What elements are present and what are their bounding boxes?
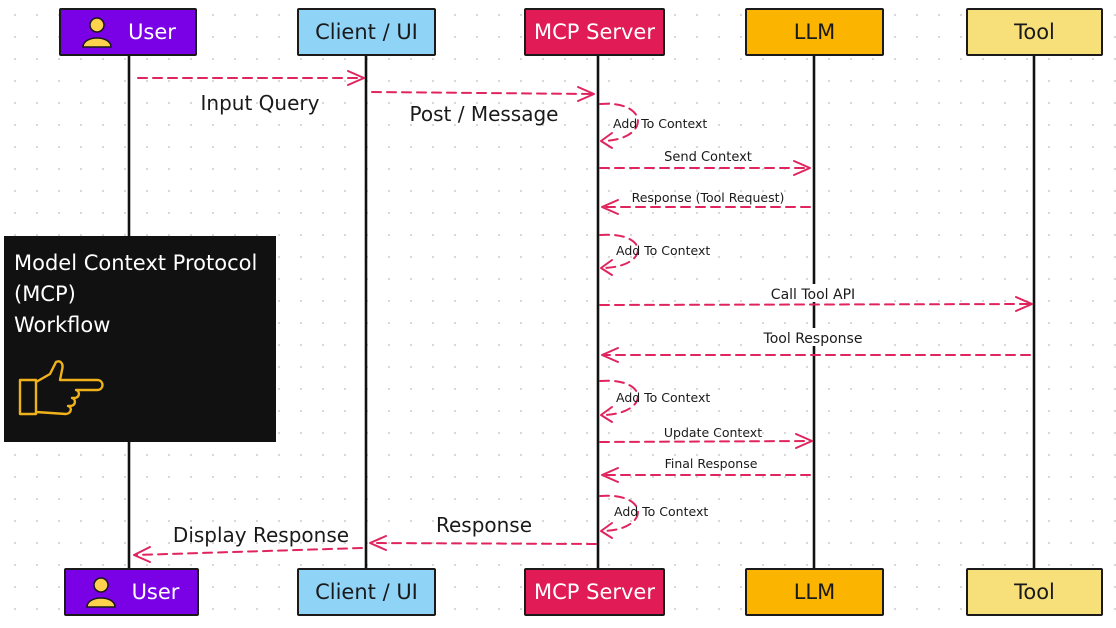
msg-final-response: Final Response (601, 456, 811, 483)
actor-mcp-bottom: MCP Server (524, 568, 665, 616)
actor-tool-top: Tool (966, 8, 1103, 56)
info-box-title: Model Context Protocol (MCP) Workflow (14, 251, 258, 337)
actor-user-label: User (131, 580, 180, 604)
msg-label-add-to-context-3: Add To Context (616, 390, 710, 405)
actor-client-top: Client / UI (297, 8, 436, 56)
msg-label-final-response: Final Response (665, 456, 758, 471)
msg-post-message: Post / Message (371, 86, 595, 126)
actor-mcp-label: MCP Server (534, 20, 655, 44)
actor-llm-bottom: LLM (745, 568, 884, 616)
msg-add-to-context-1: Add To Context (599, 102, 707, 149)
user-icon (82, 17, 112, 48)
msg-response-tool-request: Response (Tool Request) (601, 190, 811, 215)
actor-mcp-label: MCP Server (534, 580, 655, 604)
msg-label-response: Response (436, 513, 532, 537)
actor-client-label: Client / UI (315, 580, 418, 604)
actor-tool-label: Tool (1014, 20, 1055, 44)
msg-add-to-context-2: Add To Context (599, 233, 710, 276)
tool-response-label-bg (752, 328, 876, 346)
msg-call-tool-api: Call Tool API (599, 287, 1033, 312)
actor-tool-bottom: Tool (966, 568, 1103, 616)
msg-response: Response (369, 513, 597, 551)
pointing-hand-icon (18, 360, 104, 416)
msg-add-to-context-4: Add To Context (599, 494, 708, 539)
msg-label-display-response: Display Response (173, 523, 349, 547)
msg-label-add-to-context-2: Add To Context (616, 243, 710, 258)
msg-input-query: Input Query (137, 70, 365, 115)
msg-display-response: Display Response (133, 523, 363, 563)
actor-llm-top: LLM (745, 8, 884, 56)
msg-label-send-context: Send Context (664, 150, 752, 165)
msg-label-add-to-context-4: Add To Context (614, 504, 708, 519)
actor-llm-label: LLM (793, 580, 836, 604)
actor-tool-label: Tool (1014, 580, 1055, 604)
msg-label-post-message: Post / Message (410, 102, 559, 126)
actor-mcp-top: MCP Server (524, 8, 665, 56)
msg-label-update-context: Update Context (664, 425, 762, 440)
mcp-info-box: Model Context Protocol (MCP) Workflow (4, 236, 276, 442)
call-tool-label-bg (752, 284, 876, 302)
actor-client-label: Client / UI (315, 20, 418, 44)
msg-label-input-query: Input Query (201, 91, 320, 115)
user-icon (85, 577, 116, 608)
msg-update-context: Update Context (599, 425, 813, 449)
actor-user-bottom: User (64, 568, 199, 616)
actor-client-bottom: Client / UI (297, 568, 436, 616)
actor-user-top: User (59, 8, 197, 56)
msg-label-call-tool-api: Call Tool API (771, 287, 855, 303)
msg-add-to-context-3: Add To Context (599, 379, 710, 423)
msg-label-tool-response: Tool Response (763, 331, 863, 347)
msg-send-context: Send Context (599, 150, 811, 176)
actor-llm-label: LLM (793, 20, 836, 44)
msg-label-add-to-context-1: Add To Context (613, 116, 707, 131)
msg-tool-response: Tool Response (601, 331, 1031, 363)
msg-label-response-tool-request: Response (Tool Request) (632, 190, 785, 205)
actor-user-label: User (128, 20, 176, 44)
